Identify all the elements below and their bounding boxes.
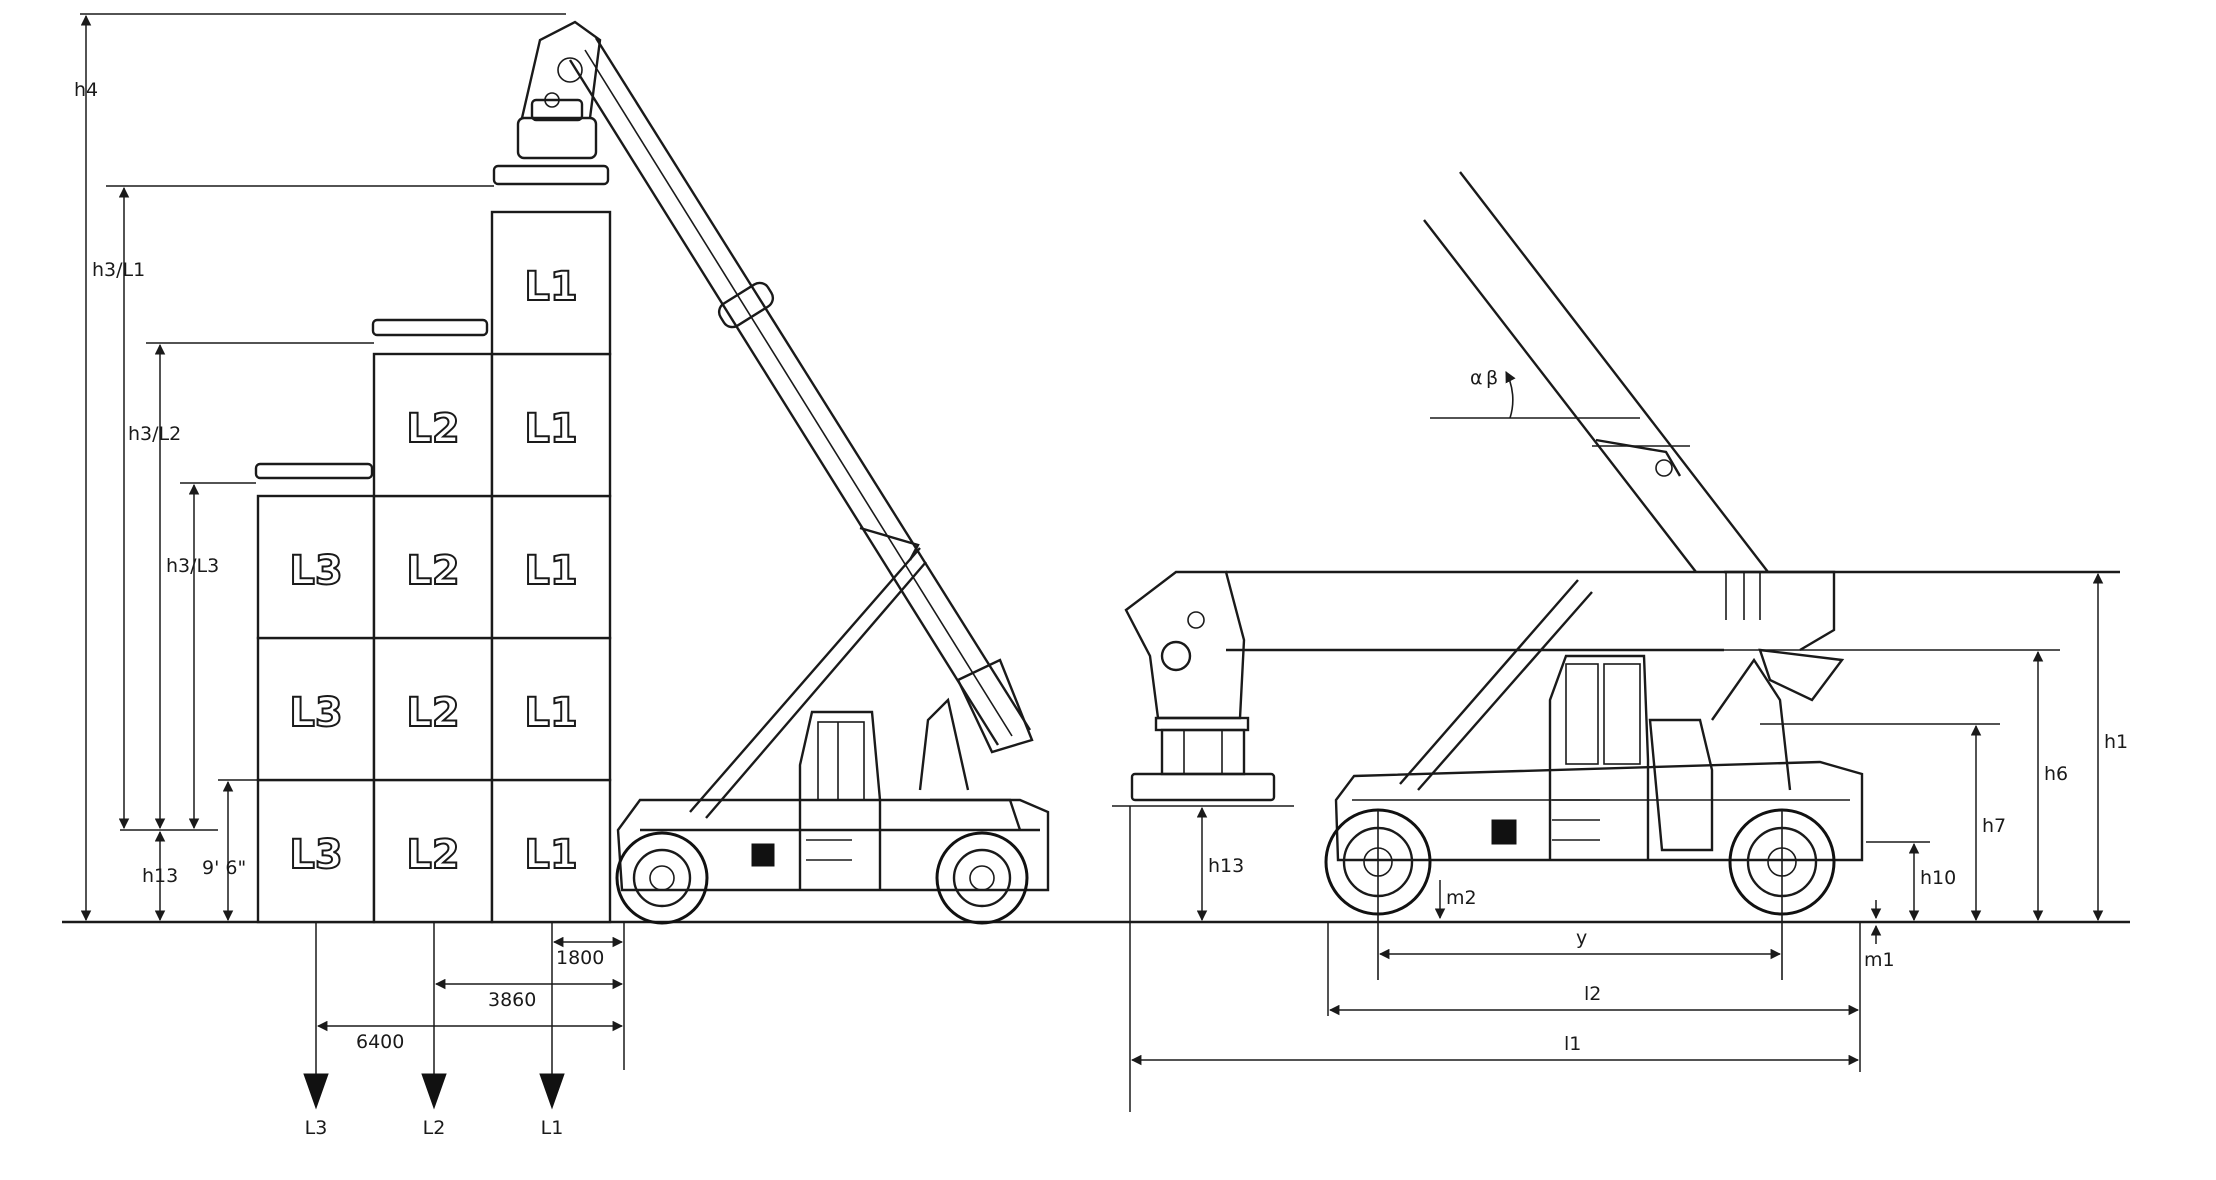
label-l3-3: L3 <box>289 548 342 594</box>
container-l3-row2 <box>256 636 376 782</box>
left-height-labels: h4 h3/L1 h3/L2 h3/L3 h13 9' 6" <box>74 79 246 887</box>
label-l2-2: L2 <box>406 690 459 736</box>
dist-3860-label: 3860 <box>488 989 536 1011</box>
left-distances <box>303 922 625 1110</box>
l1-dim-label: l1 <box>1564 1033 1581 1055</box>
h4-label: h4 <box>74 79 98 101</box>
load-arrow-l1 <box>539 1073 565 1110</box>
container-l1-row1 <box>490 778 612 924</box>
angle-alpha-label: α <box>1470 367 1483 389</box>
h1-label: h1 <box>2104 731 2128 753</box>
right-dimensions <box>1129 572 2104 1112</box>
label-l1-2: L1 <box>524 690 577 736</box>
label-l3-1: L3 <box>289 832 342 878</box>
h3-l2-label: h3/L2 <box>128 423 181 445</box>
load-arrow-l3 <box>303 1073 329 1110</box>
y-label: y <box>1576 927 1587 949</box>
container-l1-row4 <box>490 352 612 498</box>
left-height-dimensions <box>80 13 566 922</box>
label-l1-5: L1 <box>524 264 577 310</box>
label-l1-3: L1 <box>524 548 577 594</box>
label-l1-1: L1 <box>524 832 577 878</box>
row-height-label: 9' 6" <box>202 857 246 879</box>
dist-1800-label: 1800 <box>556 947 604 969</box>
angle-beta-label: β <box>1486 367 1498 389</box>
container-l1-row2 <box>490 636 612 782</box>
container-l2-row3 <box>372 494 494 640</box>
h7-label: h7 <box>1982 815 2006 837</box>
spreader-l1 <box>492 164 610 186</box>
dist-6400-label: 6400 <box>356 1031 404 1053</box>
container-labels: L3 L3 L3 L2 L2 L2 L2 L1 L1 L1 L1 L1 <box>288 263 578 879</box>
angle-marker: α β <box>1430 367 1640 419</box>
h10-label: h10 <box>1920 867 1956 889</box>
reach-stacker-transport <box>1112 171 2120 980</box>
m2-label: m2 <box>1446 887 1477 909</box>
load-point-l3-label: L3 <box>305 1117 328 1139</box>
h3-l3-label: h3/L3 <box>166 555 219 577</box>
load-arrow-l2 <box>421 1073 447 1110</box>
label-l2-4: L2 <box>406 406 459 452</box>
h13-left-label: h13 <box>142 865 178 887</box>
container-l1-row3 <box>490 494 612 640</box>
reach-stacker-extended <box>516 20 1050 925</box>
label-l2-3: L2 <box>406 548 459 594</box>
m1-label: m1 <box>1864 949 1895 971</box>
spreader-l3 <box>254 462 374 480</box>
label-l3-2: L3 <box>289 690 342 736</box>
container-l3-row3 <box>256 494 376 640</box>
load-point-l1-label: L1 <box>541 1117 564 1139</box>
l2-dim-label: l2 <box>1584 983 1601 1005</box>
label-l2-1: L2 <box>406 832 459 878</box>
h13-right-label: h13 <box>1208 855 1244 877</box>
h3-l1-label: h3/L1 <box>92 259 145 281</box>
right-dimension-labels: h1 h6 h7 h10 h13 m1 m2 y l2 l1 <box>1208 731 2128 1055</box>
left-distance-labels: 1800 3860 6400 L3 L2 L1 <box>305 947 605 1139</box>
load-point-l2-label: L2 <box>423 1117 446 1139</box>
container-l1-row5 <box>490 210 612 356</box>
label-l1-4: L1 <box>524 406 577 452</box>
container-stack <box>254 164 612 924</box>
h6-label: h6 <box>2044 763 2068 785</box>
spreader-l2 <box>371 318 489 337</box>
